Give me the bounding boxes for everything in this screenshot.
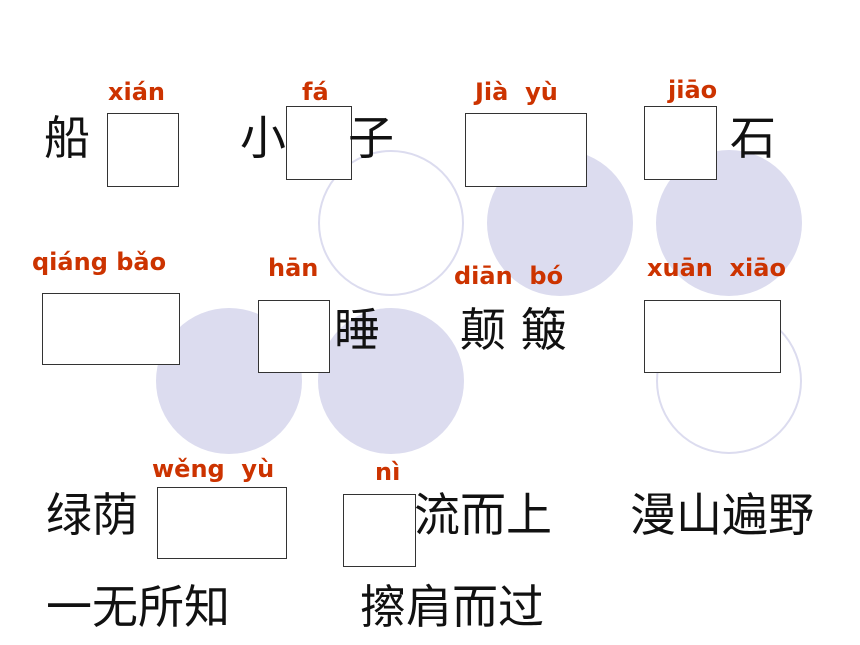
- pinyin-label: jiāo: [668, 76, 718, 104]
- hanzi-text: 子: [348, 111, 394, 165]
- pinyin-label: diān bó: [454, 262, 564, 290]
- hanzi-text: 颠 簸: [460, 303, 567, 357]
- answer-box[interactable]: [157, 487, 287, 559]
- pinyin-label: xuān xiāo: [647, 254, 786, 282]
- answer-box[interactable]: [343, 494, 416, 567]
- hanzi-text: 绿荫: [46, 488, 138, 542]
- answer-box[interactable]: [465, 113, 587, 187]
- hanzi-text: 一无所知: [46, 580, 230, 634]
- hanzi-text: 小: [240, 111, 286, 165]
- answer-box[interactable]: [107, 113, 179, 187]
- answer-box[interactable]: [644, 106, 717, 180]
- pinyin-label: xián: [108, 78, 165, 106]
- hanzi-text: 船: [44, 111, 90, 165]
- pinyin-label: nì: [375, 458, 401, 486]
- answer-box[interactable]: [258, 300, 330, 373]
- decor-circle: [318, 150, 464, 296]
- hanzi-text: 擦肩而过: [360, 580, 544, 634]
- pinyin-label: fá: [302, 78, 329, 106]
- decor-circle: [318, 308, 464, 454]
- answer-box[interactable]: [644, 300, 781, 373]
- hanzi-text: 睡: [334, 303, 380, 357]
- pinyin-label: qiáng bǎo: [32, 248, 167, 276]
- hanzi-text: 漫山遍野: [630, 488, 814, 542]
- hanzi-text: 流而上: [414, 488, 552, 542]
- pinyin-label: Jià yù: [475, 78, 558, 106]
- answer-box[interactable]: [286, 106, 352, 180]
- answer-box[interactable]: [42, 293, 180, 365]
- hanzi-text: 石: [730, 111, 776, 165]
- pinyin-label: hān: [268, 254, 319, 282]
- pinyin-label: wěng yù: [152, 455, 275, 483]
